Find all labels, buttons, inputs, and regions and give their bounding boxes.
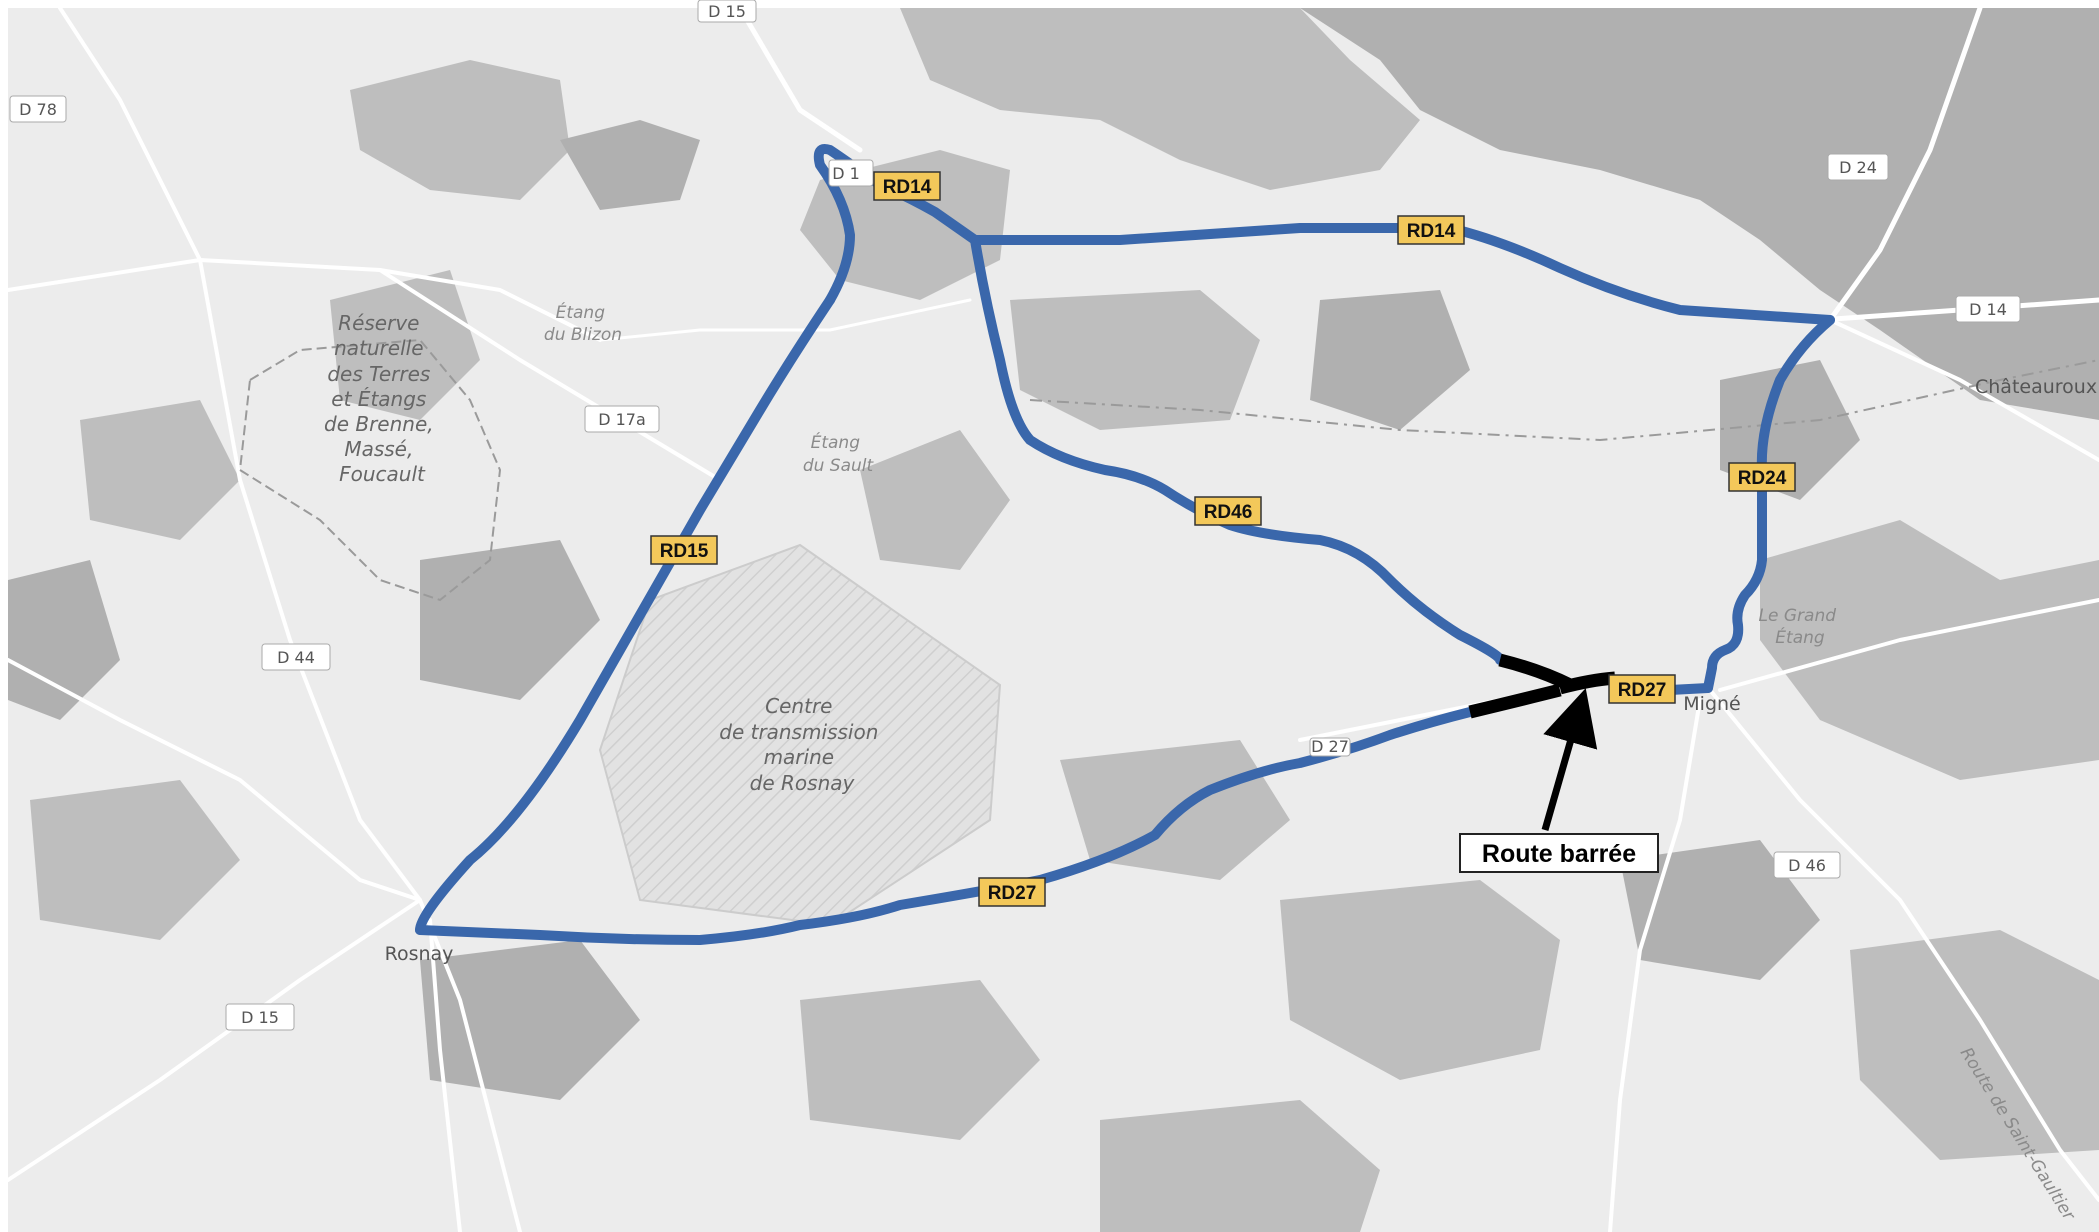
rd-label-rd14-east: RD14 bbox=[1397, 215, 1465, 245]
svg-text:D 44: D 44 bbox=[277, 648, 315, 667]
label-chateauroux: Châteauroux bbox=[1975, 376, 2097, 398]
forest-areas bbox=[8, 8, 2099, 1232]
svg-text:RD14: RD14 bbox=[883, 177, 932, 198]
svg-text:D 78: D 78 bbox=[19, 100, 57, 119]
svg-text:RD14: RD14 bbox=[1407, 221, 1456, 242]
forest-rosnay-east bbox=[860, 430, 1010, 570]
road-rosnay-south bbox=[428, 918, 462, 1232]
forest-south-3 bbox=[1620, 840, 1820, 980]
forest-east-1 bbox=[1760, 520, 2099, 780]
svg-text:RD27: RD27 bbox=[1618, 680, 1667, 701]
shield-d14-partial: D 1 bbox=[828, 159, 874, 187]
forest-north-west-1 bbox=[350, 60, 570, 200]
forest-south-1 bbox=[1280, 880, 1560, 1080]
rd-label-rd15: RD15 bbox=[650, 535, 718, 565]
forest-north-east bbox=[1300, 8, 2099, 420]
forest-west-1 bbox=[330, 270, 480, 420]
road-chateauroux bbox=[1828, 318, 2099, 462]
svg-text:RD46: RD46 bbox=[1204, 502, 1253, 523]
label-reserve: Réserve naturelle des Terres et Étangs d… bbox=[324, 311, 440, 486]
road-d15-north bbox=[737, 5, 863, 153]
rd-label-rd14-west: RD14 bbox=[873, 171, 941, 201]
forest-centre-1 bbox=[800, 150, 1010, 300]
route-rd24 bbox=[1703, 315, 1835, 693]
road-centre-west bbox=[598, 298, 972, 342]
road-shields: D 15 D 78 D 1 D 24 D 14 D 17a D 44 D 15 … bbox=[9, 0, 2021, 1031]
shield-d14-east: D 14 bbox=[1955, 295, 2021, 323]
forest-bottom bbox=[1100, 1100, 1380, 1232]
route-rd46 bbox=[970, 235, 1505, 665]
shield-d78: D 78 bbox=[9, 95, 67, 123]
svg-text:RD27: RD27 bbox=[988, 883, 1037, 904]
shield-d46: D 46 bbox=[1773, 851, 1841, 879]
centre-de-transmission-area bbox=[598, 543, 1002, 927]
callout-arrow bbox=[1541, 688, 1598, 831]
forest-centre-3 bbox=[1310, 290, 1470, 430]
road-d46-south bbox=[1708, 688, 2099, 1202]
rd-label-rd24: RD24 bbox=[1728, 462, 1796, 492]
road-d17a bbox=[378, 268, 722, 482]
svg-text:D 15: D 15 bbox=[708, 2, 746, 21]
forest-north-centre bbox=[900, 8, 1420, 190]
forest-centre-2 bbox=[1010, 290, 1260, 430]
label-etang-sault: Étang du Sault bbox=[803, 431, 875, 476]
forest-south-west-1 bbox=[30, 780, 240, 940]
shield-d15-bottom: D 15 bbox=[225, 1003, 295, 1031]
forest-south-centre bbox=[800, 980, 1040, 1140]
road-east-tail bbox=[1718, 598, 2099, 692]
svg-text:D 46: D 46 bbox=[1788, 856, 1826, 875]
shield-d17a: D 17a bbox=[584, 405, 660, 433]
svg-text:D 14: D 14 bbox=[1969, 300, 2007, 319]
svg-text:D 27: D 27 bbox=[1311, 737, 1349, 756]
forest-far-west bbox=[8, 560, 120, 720]
label-le-grand-etang: Le Grand Étang bbox=[1759, 606, 1842, 648]
label-etang-blizon: Étang du Blizon bbox=[544, 301, 622, 345]
forest-south-4 bbox=[1850, 930, 2099, 1160]
svg-text:D 24: D 24 bbox=[1839, 158, 1877, 177]
label-rosnay: Rosnay bbox=[385, 943, 454, 965]
road-d27-west bbox=[1298, 698, 1502, 742]
callout-label: Route barrée bbox=[1482, 840, 1636, 868]
route-rd15 bbox=[415, 295, 835, 935]
forest-west-2 bbox=[80, 400, 240, 540]
background-roads bbox=[6, 5, 2099, 1232]
road-d78 bbox=[58, 6, 522, 1232]
route-labels: RD14 RD14 RD15 RD46 RD24 RD27 RD27 bbox=[650, 171, 1796, 907]
rd-label-rd27-south: RD27 bbox=[978, 877, 1046, 907]
shield-d15-top: D 15 bbox=[697, 0, 757, 23]
road-d44 bbox=[6, 658, 422, 902]
svg-text:RD24: RD24 bbox=[1738, 468, 1787, 489]
label-migne: Migné bbox=[1683, 693, 1740, 715]
svg-text:RD15: RD15 bbox=[660, 541, 709, 562]
rd-label-rd27-east: RD27 bbox=[1608, 674, 1676, 704]
route-migne-spur bbox=[1665, 683, 1713, 695]
label-centre-transmission: Centre de transmission marine de Rosnay bbox=[719, 694, 884, 795]
shield-d24: D 24 bbox=[1827, 153, 1889, 181]
shield-d27-partial: D 27 bbox=[1309, 737, 1351, 757]
reserve-boundary bbox=[238, 338, 502, 602]
road-d24-north bbox=[1827, 5, 1983, 323]
shield-d44: D 44 bbox=[261, 643, 331, 671]
callout-route-barree: Route barrée bbox=[1459, 833, 1659, 873]
boundary-dashed bbox=[1029, 359, 2099, 442]
forest-north-west-2 bbox=[560, 120, 700, 210]
svg-text:D 17a: D 17a bbox=[598, 410, 646, 429]
rd-label-rd46: RD46 bbox=[1194, 496, 1262, 526]
road-migne-south bbox=[1608, 698, 1702, 1232]
svg-text:D 1: D 1 bbox=[832, 164, 860, 183]
svg-text:D 15: D 15 bbox=[241, 1008, 279, 1027]
